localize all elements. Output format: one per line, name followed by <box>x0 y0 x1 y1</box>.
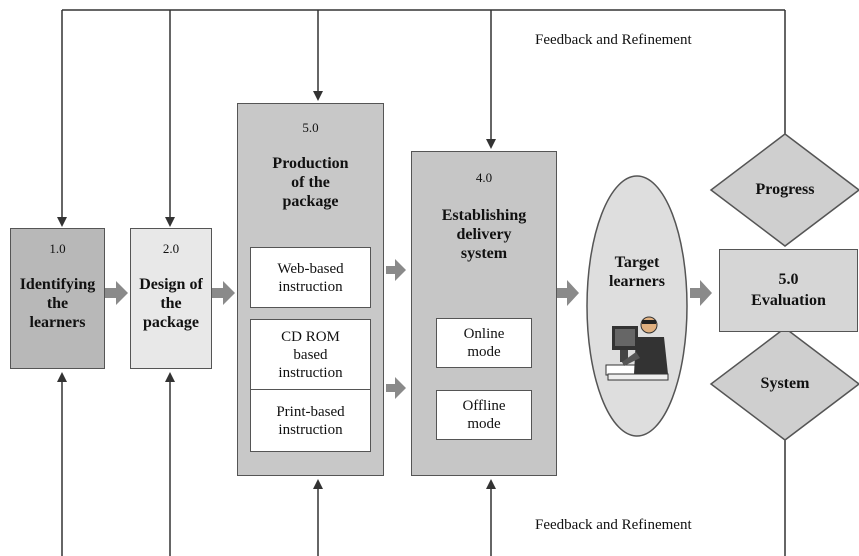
step-title: Establishing delivery system <box>441 207 527 262</box>
step-title: Design of the package <box>139 276 203 331</box>
evaluation-title: Evaluation <box>751 292 826 309</box>
target-learners-label: Target learners <box>609 254 665 290</box>
flow-arrows <box>105 259 712 399</box>
step-title: Production of the package <box>272 155 349 210</box>
step-number: 1.0 <box>49 241 66 256</box>
arrow-2-to-production <box>212 281 235 305</box>
target-learners-ellipse <box>586 175 688 437</box>
step-number: 4.0 <box>475 170 493 185</box>
feedback-loop-top <box>57 9 786 227</box>
arrow-1-to-2 <box>105 281 128 305</box>
feedback-loop-bottom <box>57 372 786 556</box>
arrow-print-to-delivery <box>386 377 406 399</box>
step-number: 2.0 <box>162 241 180 256</box>
cd-rom-instruction-box: CD ROM based instruction <box>250 319 371 390</box>
web-based-instruction-box: Web-based instruction <box>250 247 371 308</box>
step-design-package: 2.0 Design of the package <box>130 228 212 369</box>
system-diamond <box>709 327 859 441</box>
progress-label: Progress <box>755 181 815 198</box>
feedback-label-bottom: Feedback and Refinement <box>535 517 692 533</box>
step-identifying-learners: 1.0 Identifying the learners <box>10 228 105 369</box>
arrow-target-to-evaluation <box>690 280 712 306</box>
online-mode-box: Online mode <box>436 318 532 368</box>
step-evaluation: 5.0 Evaluation <box>719 249 858 332</box>
arrow-delivery-to-target <box>557 280 579 306</box>
feedback-label-top: Feedback and Refinement <box>535 32 692 48</box>
arrow-web-to-delivery <box>386 259 406 281</box>
offline-mode-box: Offline mode <box>436 390 532 440</box>
learner-computer-icon <box>605 316 669 381</box>
system-label: System <box>760 375 810 392</box>
evaluation-number: 5.0 <box>778 271 799 288</box>
step-number: 5.0 <box>302 120 319 135</box>
progress-diamond <box>709 133 859 247</box>
step-title: Identifying the learners <box>19 276 96 331</box>
print-based-instruction-box: Print-based instruction <box>250 389 371 452</box>
